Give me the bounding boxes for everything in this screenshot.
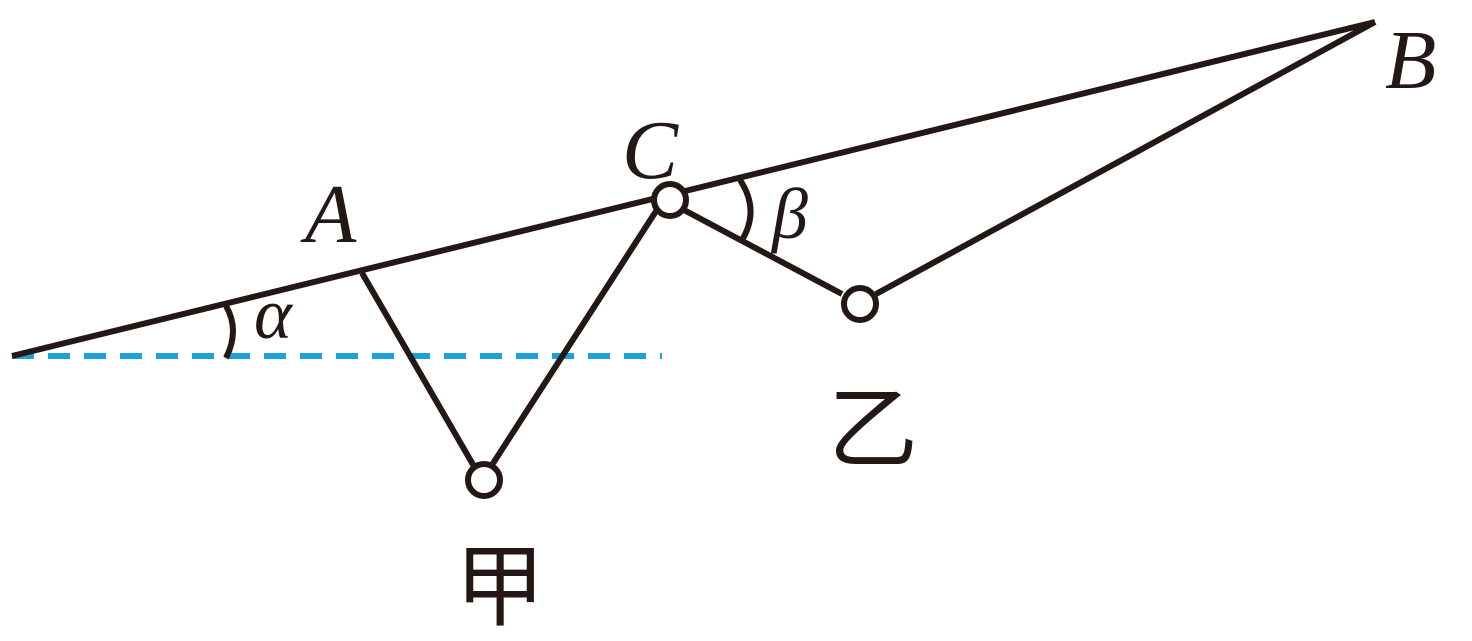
label-alpha: α bbox=[254, 274, 293, 354]
rope-yi-B bbox=[874, 19, 1377, 297]
incline-line-AB bbox=[11, 19, 1376, 359]
ball-jia bbox=[465, 461, 503, 499]
label-beta: β bbox=[770, 174, 808, 254]
label-A: A bbox=[300, 168, 357, 261]
angle-alpha-arc bbox=[223, 304, 236, 360]
pulley-C bbox=[651, 181, 689, 219]
angle-beta-arc bbox=[737, 178, 754, 242]
label-yi: 乙 bbox=[828, 377, 918, 482]
label-C: C bbox=[622, 104, 679, 197]
rope-C-yi bbox=[682, 207, 844, 297]
label-jia: 甲 bbox=[455, 535, 545, 640]
label-B: B bbox=[1385, 14, 1436, 107]
rope-A-jia bbox=[359, 271, 478, 470]
rope-jia-C bbox=[487, 203, 663, 470]
ball-yi bbox=[841, 285, 879, 323]
